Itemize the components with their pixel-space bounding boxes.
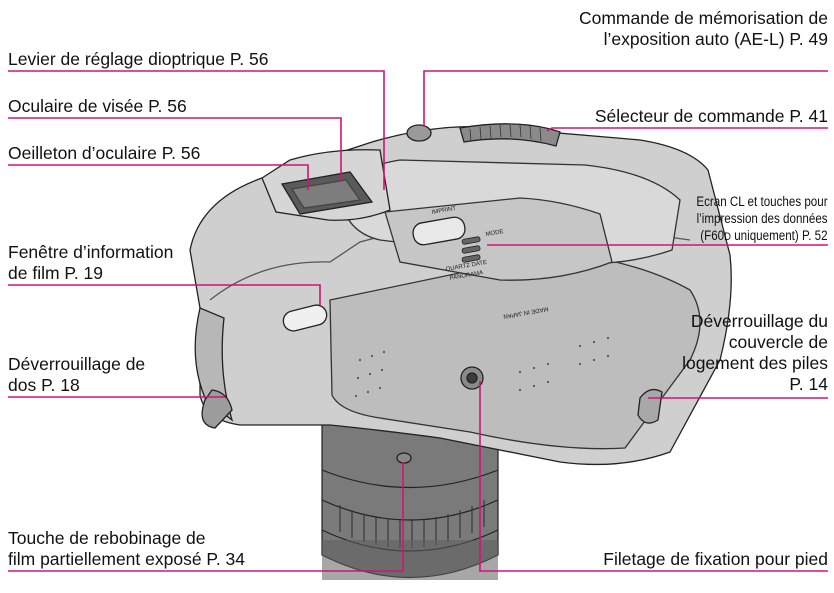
callout-command-dial: Sélecteur de commande P. 41 <box>595 106 828 127</box>
callout-back-release: Déverrouillage de dos P. 18 <box>8 354 145 396</box>
leader-command-dial <box>547 128 828 131</box>
callout-eyepiece-cup: Oeilleton d’oculaire P. 56 <box>8 143 200 164</box>
callout-tripod-socket: Filetage de fixation pour pied <box>603 549 828 570</box>
callout-rewind-button: Touche de rebobinage de film partielleme… <box>8 528 245 570</box>
callout-diopter-lever: Levier de réglage dioptrique P. 56 <box>8 49 268 70</box>
callout-ae-lock: Commande de mémorisation de l’exposition… <box>579 8 828 50</box>
camera-body <box>190 124 731 465</box>
callout-viewfinder-eyepiece: Oculaire de visée P. 56 <box>8 96 187 117</box>
callout-lcd-imprint: Ecran CL et touches pour l’impression de… <box>697 193 828 246</box>
callout-film-window: Fenêtre d’information de film P. 19 <box>8 242 173 284</box>
callout-battery-cover: Déverrouillage du couvercle de logement … <box>682 311 828 395</box>
